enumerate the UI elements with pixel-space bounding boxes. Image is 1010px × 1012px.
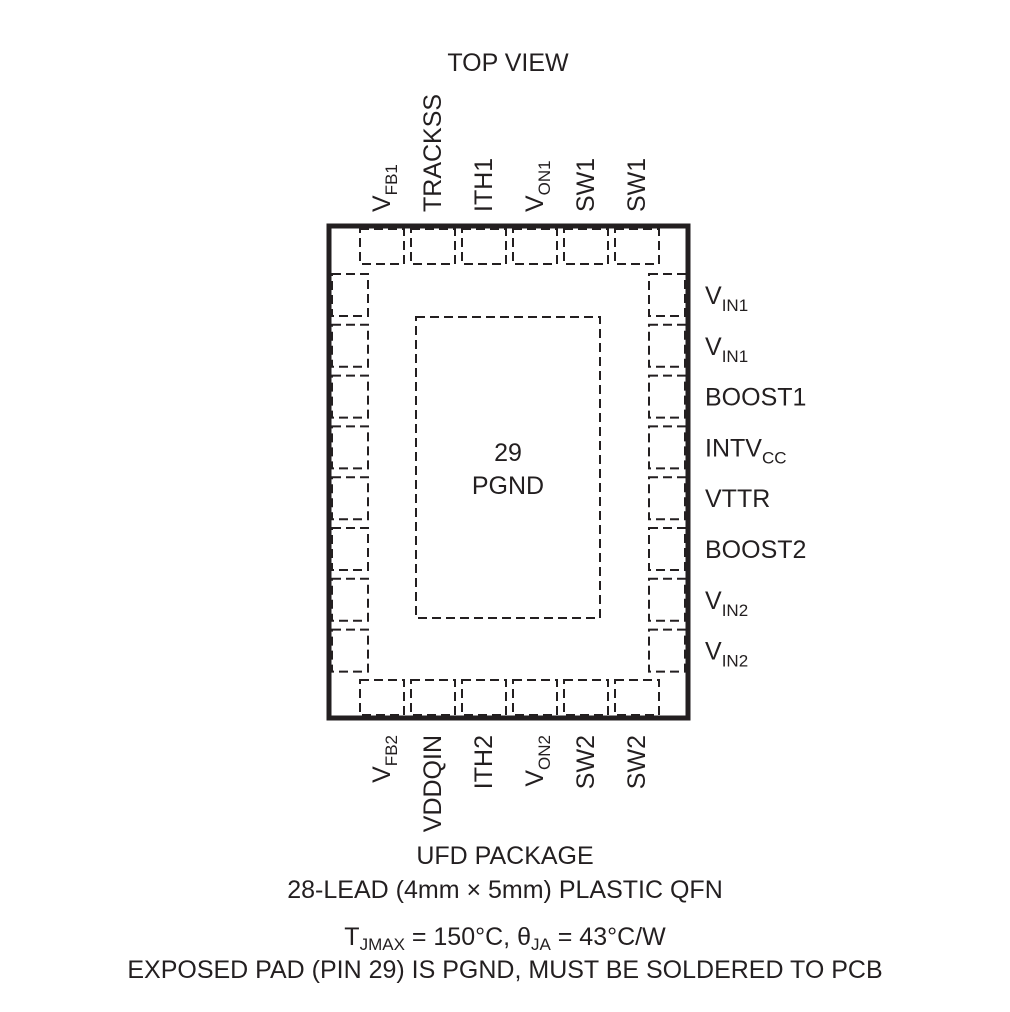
pin-box-16 — [648, 577, 686, 622]
pin-label-20: BOOST1 — [705, 384, 806, 412]
pin-box-11 — [461, 679, 507, 716]
pin-label-19: INTVCC — [705, 434, 787, 467]
pin-label-27: TRACKSS — [419, 94, 447, 212]
exposed-pad-note: EXPOSED PAD (PIN 29) IS PGND, MUST BE SO… — [127, 956, 883, 984]
pin-box-6 — [331, 527, 369, 571]
pin-box-26 — [461, 228, 507, 265]
exposed-pad-name: PGND — [472, 472, 544, 500]
pin-box-20 — [648, 374, 686, 419]
pin-box-17 — [648, 527, 686, 571]
pin-box-3 — [331, 374, 369, 419]
pin-box-24 — [563, 228, 609, 265]
package-name: UFD PACKAGE — [416, 842, 594, 870]
pin-box-23 — [614, 228, 660, 265]
pin-box-4 — [331, 425, 369, 470]
pin-box-9 — [359, 679, 405, 716]
pin-box-19 — [648, 425, 686, 470]
pin-box-13 — [563, 679, 609, 716]
package-description: 28-LEAD (4mm × 5mm) PLASTIC QFN — [287, 876, 723, 904]
pin-box-5 — [331, 476, 369, 521]
pin-box-22 — [648, 273, 686, 317]
pin-box-10 — [410, 679, 456, 716]
view-title: TOP VIEW — [447, 49, 569, 77]
pin-label-9: VFB2 — [368, 735, 401, 783]
pin-label-26: ITH1 — [470, 158, 498, 212]
pin-label-10: VDDQIN — [419, 735, 447, 832]
pin-label-15: VIN2 — [705, 638, 748, 671]
pin-box-27 — [410, 228, 456, 265]
pin-box-1 — [331, 273, 369, 317]
pin-label-12: VON2 — [521, 735, 554, 787]
pin-box-8 — [331, 628, 369, 673]
pins-group: VIN1VIN1BOOST1INTVCCVTTRBOOST2VIN2VIN2VF… — [331, 94, 806, 832]
pin-box-7 — [331, 577, 369, 622]
pin-box-25 — [512, 228, 558, 265]
pin-box-2 — [331, 323, 369, 368]
pin-label-21: VIN1 — [705, 333, 748, 366]
pin-box-15 — [648, 628, 686, 673]
pin-box-14 — [614, 679, 660, 716]
pin-label-24: SW1 — [572, 158, 600, 212]
exposed-pad-number: 29 — [494, 439, 522, 467]
pin-label-22: VIN1 — [705, 282, 748, 315]
pin-box-28 — [359, 228, 405, 265]
exposed-pad — [415, 316, 601, 619]
thermal-spec: TJMAX = 150°C, θJA = 43°C/W — [344, 923, 666, 954]
pin-label-17: BOOST2 — [705, 536, 806, 564]
pin-label-11: ITH2 — [470, 735, 498, 789]
package-outline — [326, 223, 691, 721]
pin-label-14: SW2 — [623, 735, 651, 789]
pin-box-21 — [648, 323, 686, 368]
pin-label-28: VFB1 — [368, 164, 401, 212]
pin-label-16: VIN2 — [705, 587, 748, 620]
pin-label-13: SW2 — [572, 735, 600, 789]
pin-label-18: VTTR — [705, 485, 770, 513]
pin-label-23: SW1 — [623, 158, 651, 212]
pin-box-12 — [512, 679, 558, 716]
pin-box-18 — [648, 476, 686, 521]
pin-label-25: VON1 — [521, 160, 554, 212]
